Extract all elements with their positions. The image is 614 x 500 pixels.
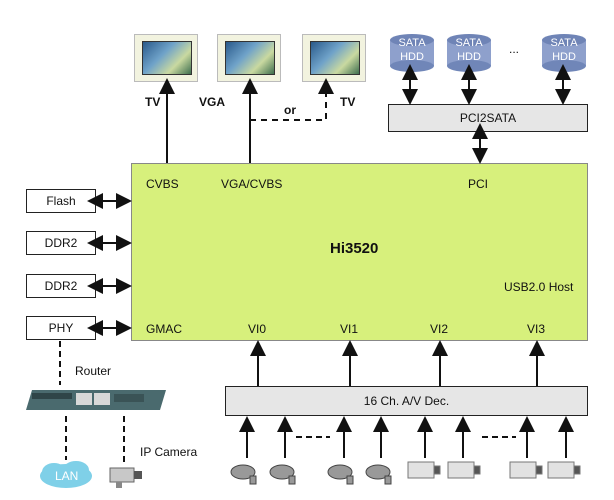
- camera-icon: [407, 461, 441, 479]
- sata-hdd-n: SATA HDD: [542, 34, 586, 72]
- camera-icon: [327, 464, 354, 485]
- label-ip-camera: IP Camera: [140, 445, 198, 459]
- port-vi2: VI2: [430, 322, 449, 336]
- hdd-label-line1: SATA: [398, 37, 426, 49]
- label-or: or: [284, 103, 296, 117]
- av-decoder: 16 Ch. A/V Dec.: [225, 386, 588, 416]
- monitor-tv-right: [302, 34, 366, 82]
- camera-icon: [365, 464, 392, 485]
- label-tv-left: TV: [145, 95, 161, 109]
- hdd-label-line1: SATA: [550, 37, 578, 49]
- ddr2-box-a: DDR2: [26, 231, 96, 255]
- camera-icon: [509, 461, 543, 479]
- label-router: Router: [75, 364, 112, 378]
- hdd-label-line2: HDD: [552, 51, 576, 63]
- pci2sata-bridge: PCI2SATA: [388, 104, 588, 132]
- phy-label: PHY: [48, 321, 74, 335]
- port-vi1: VI1: [340, 322, 359, 336]
- av-decoder-label: 16 Ch. A/V Dec.: [363, 394, 450, 408]
- pci2sata-label: PCI2SATA: [459, 111, 517, 125]
- port-usb: USB2.0 Host: [504, 280, 574, 294]
- flash-box: Flash: [26, 189, 96, 213]
- port-pci: PCI: [468, 177, 489, 191]
- flash-label: Flash: [46, 194, 76, 208]
- camera-icon: [447, 461, 481, 479]
- camera-icon: [547, 461, 581, 479]
- router-icon: [26, 388, 166, 414]
- hdd-label-line2: HDD: [400, 51, 424, 63]
- chip-name: Hi3520: [330, 240, 379, 257]
- label-lan: LAN: [55, 469, 79, 483]
- monitor-tv-left: [134, 34, 198, 82]
- camera-icon: [269, 464, 296, 485]
- ddr2-label-b: DDR2: [44, 279, 78, 293]
- hdd-label-line1: SATA: [455, 37, 483, 49]
- port-vi3: VI3: [527, 322, 546, 336]
- ddr2-box-b: DDR2: [26, 274, 96, 298]
- port-vga-cvbs: VGA/CVBS: [221, 177, 283, 191]
- hi3520-chip: [131, 163, 588, 341]
- lan-cloud-icon: [38, 460, 94, 490]
- label-vga: VGA: [199, 95, 226, 109]
- port-cvbs: CVBS: [146, 177, 179, 191]
- ddr2-label-a: DDR2: [44, 236, 78, 250]
- hdd-ellipsis: ...: [509, 42, 520, 56]
- phy-box: PHY: [26, 316, 96, 340]
- ip-camera-icon: [106, 462, 146, 490]
- hdd-label-line2: HDD: [457, 51, 481, 63]
- sata-hdd-1: SATA HDD: [390, 34, 434, 72]
- port-vi0: VI0: [248, 322, 267, 336]
- port-gmac: GMAC: [146, 322, 182, 336]
- camera-icon: [230, 464, 257, 485]
- label-tv-right: TV: [340, 95, 356, 109]
